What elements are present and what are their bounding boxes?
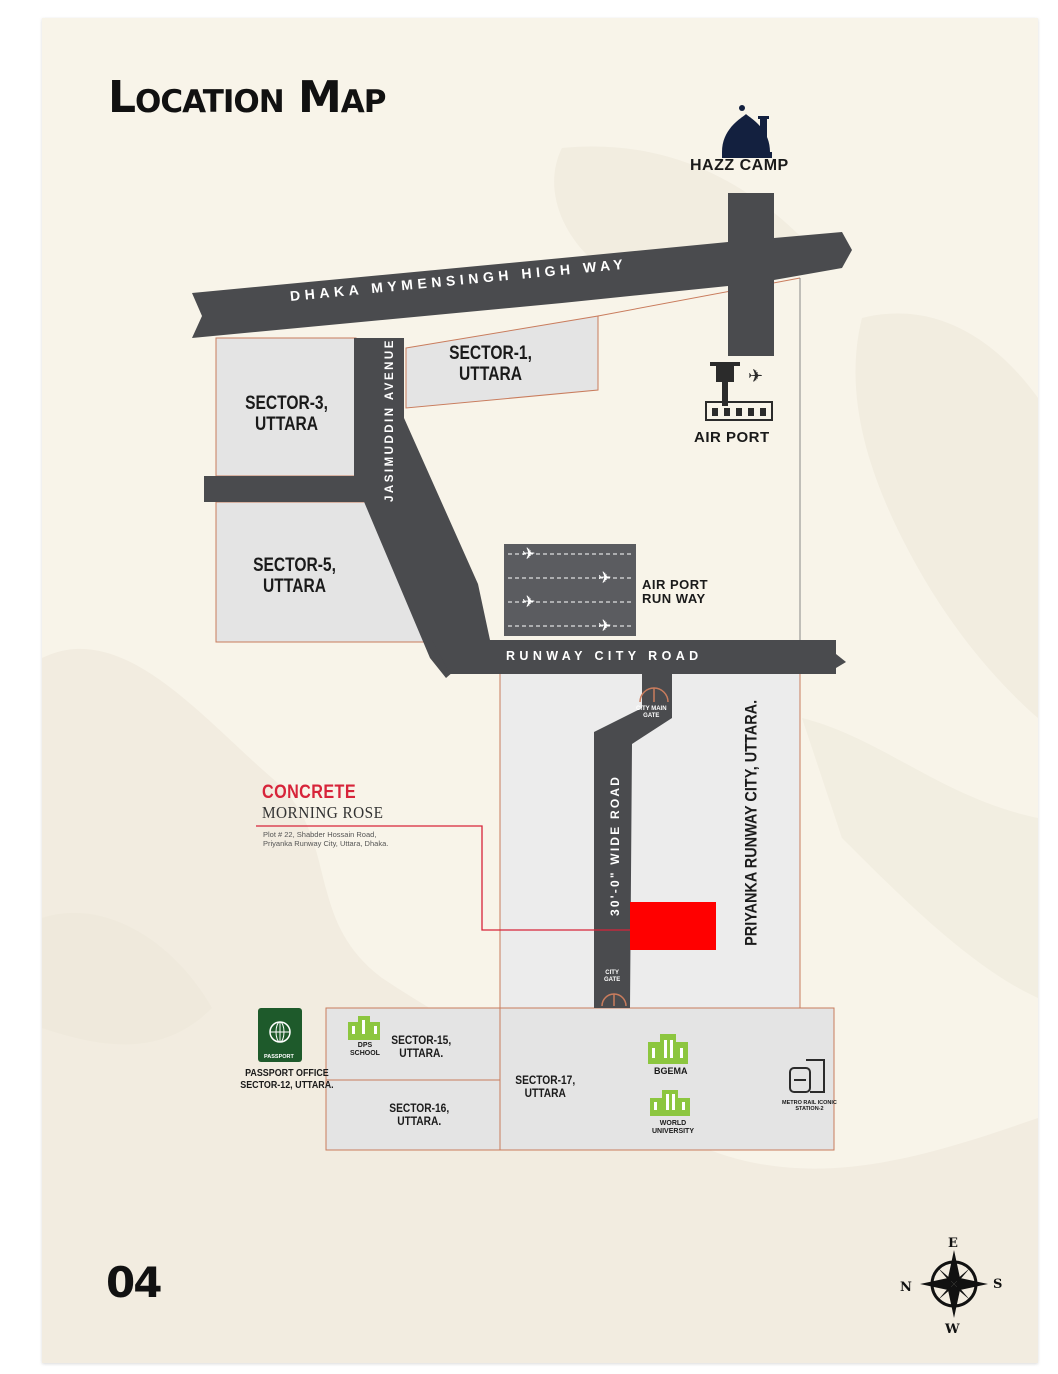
airport-runway-label: AIR PORT RUN WAY [642,577,709,607]
runway-city-road-label: RUNWAY CITY ROAD [506,649,703,663]
passport-office-line1: PASSPORT OFFICE [245,1067,329,1079]
sector-5-line2: UTTARA [263,575,326,597]
sector-16-line2: UTTARA. [397,1114,442,1129]
metro-station-line2: STATION-2 [795,1106,824,1113]
compass-bottom-label: W [945,1322,960,1337]
compass-right-label: S [993,1277,1003,1292]
sector-1-line1: SECTOR-1, [449,343,532,364]
airport-building-icon: ✈ [705,362,773,421]
project-site-plot [630,902,716,950]
airport-runway-label-line2: RUN WAY [642,591,706,607]
sector-1-label: SECTOR-1, UTTARA [449,343,532,386]
city-main-gate-label: CITY MAIN GATE [636,706,667,719]
city-main-gate-line1: CITY MAIN [636,706,667,712]
compass-icon [920,1250,988,1318]
sector-17-line1: SECTOR-17, [515,1073,576,1087]
hazz-camp-label: HAZZ CAMP [690,157,789,174]
svg-text:✈: ✈ [522,544,535,563]
dps-school-label: DPS SCHOOL [350,1042,380,1057]
jasimuddin-avenue-label: JASIMUDDIN AVENUE [384,338,396,502]
location-map-page: ✈ ✈ ✈ ✈ ✈ [42,18,1038,1363]
runway-city-road [432,640,846,674]
sector-link-road [204,476,370,502]
sector-3-line1: SECTOR-3, [245,393,328,414]
page-number: 04 [106,1258,162,1307]
passport-badge-label: PASSPORT [264,1054,294,1060]
sector-16-line1: SECTOR-16, [389,1101,450,1115]
building-icons [348,1016,690,1116]
sector-15-line1: SECTOR-15, [391,1033,452,1047]
sector-5-line1: SECTOR-5, [253,555,336,576]
svg-text:✈: ✈ [598,568,611,587]
sector-16-label: SECTOR-16, UTTARA. [389,1101,450,1129]
city-gate-line2: GATE [604,976,621,983]
compass-left-label: N [900,1280,912,1295]
metro-train-icon [789,1059,825,1093]
city-gate-line1: CITY [605,970,619,976]
priyanka-runway-city-label: PRIYANKA RUNWAY CITY, UTTARA. [741,699,761,946]
compass-top-label: E [948,1236,958,1251]
svg-text:✈: ✈ [748,366,763,387]
project-address: Plot # 22, Shabder Hossain Road, Priyank… [263,830,388,849]
sector-17-label: SECTOR-17, UTTARA [515,1073,576,1101]
airport-label: AIR PORT [694,429,770,446]
passport-office-line2: SECTOR-12, UTTARA. [240,1078,334,1091]
passport-office-label: PASSPORT OFFICE SECTOR-12, UTTARA. [240,1067,334,1091]
project-name: MORNING ROSE [262,803,384,822]
jasimuddin-road [354,338,490,678]
wide-road [594,674,672,1008]
project-address-line2: Priyanka Runway City, Uttara, Dhaka. [263,839,389,849]
sector-15-line2: UTTARA. [399,1046,444,1061]
metro-station-line1: METRO RAIL ICONIC [782,1100,837,1106]
dps-school-line1: DPS [357,1042,373,1049]
metro-station-label: METRO RAIL ICONIC STATION-2 [782,1100,837,1112]
highway-road [192,193,852,356]
world-university-line2: UNIVERSITY [652,1127,695,1135]
wide-road-label: 30'-0" WIDE ROAD [608,774,622,916]
sector-15-label: SECTOR-15, UTTARA. [391,1033,452,1061]
passport-icon [258,1008,302,1062]
sector-3-line2: UTTARA [255,413,318,435]
project-address-line1: Plot # 22, Shabder Hossain Road, [263,830,377,839]
roads [192,193,852,1008]
project-brand: CONCRETE [262,782,357,803]
world-university-label: WORLD UNIVERSITY [652,1120,694,1135]
project-leader-line [256,825,630,931]
svg-text:✈: ✈ [522,592,535,611]
gates [601,687,669,1007]
bgema-label: BGEMA [654,1066,688,1076]
city-main-gate-line2: GATE [643,712,660,719]
sector-5-label: SECTOR-5, UTTARA [253,555,336,598]
sector-3-label: SECTOR-3, UTTARA [245,393,328,436]
dps-school-line2: SCHOOL [350,1049,380,1057]
mosque-icon [722,105,772,158]
page-title: Location Map [108,72,387,123]
sector-1-line2: UTTARA [459,363,522,385]
sector-17-line2: UTTARA [524,1086,566,1101]
airport-runway-label-line1: AIR PORT [642,577,709,592]
airport-runway-graphic: ✈ ✈ ✈ ✈ [504,544,636,636]
map-canvas: ✈ ✈ ✈ ✈ ✈ [42,105,1038,1363]
world-university-line1: WORLD [659,1120,687,1127]
city-gate-label: CITY GATE [604,970,620,983]
svg-text:✈: ✈ [598,616,611,635]
